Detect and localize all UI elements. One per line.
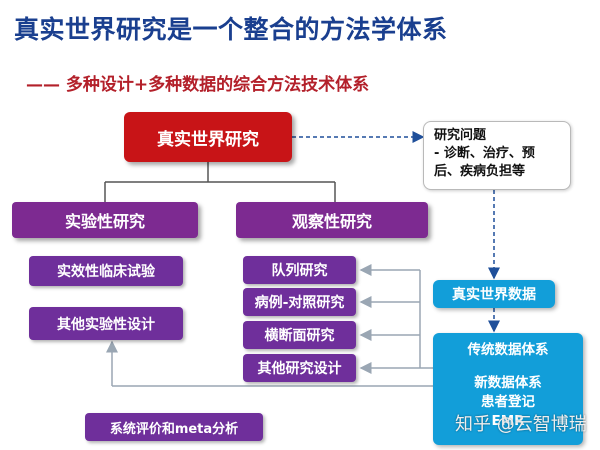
traditional-data-label: 传统数据体系	[467, 342, 549, 358]
observational-item: 病例-对照研究	[243, 288, 356, 316]
data-to-observational-arrows	[106, 264, 433, 387]
emr-label: EMR	[491, 413, 525, 429]
meta-analysis-node: 系统评价和meta分析	[85, 413, 263, 441]
tree-connectors	[104, 162, 336, 202]
observational-item: 其他研究设计	[243, 354, 356, 382]
research-question-title: 研究问题	[434, 128, 487, 143]
observational-item: 横断面研究	[243, 321, 356, 349]
experimental-item: 其他实验性设计	[29, 307, 183, 340]
observational-item: 队列研究	[243, 256, 356, 284]
registry-label: 患者登记	[481, 394, 535, 410]
page-title: 真实世界研究是一个整合的方法学体系	[14, 15, 448, 44]
root-node: 真实世界研究	[124, 112, 292, 162]
data-systems-box: 传统数据体系 新数据体系 患者登记 EMR	[433, 333, 583, 445]
research-question-line: - 诊断、治疗、预	[434, 146, 535, 161]
page-subtitle: —— 多种设计+多种数据的综合方法技术体系	[26, 75, 370, 95]
experimental-header: 实验性研究	[12, 202, 198, 238]
watermark: 知乎 @云智博瑞	[455, 414, 587, 435]
real-world-data-node: 真实世界数据	[433, 280, 555, 308]
research-question-line: 后、疾病负担等	[434, 164, 526, 179]
experimental-item: 实效性临床试验	[29, 256, 183, 286]
observational-header: 观察性研究	[236, 202, 428, 238]
new-data-label: 新数据体系	[474, 375, 542, 391]
research-question-box: 研究问题 - 诊断、治疗、预 后、疾病负担等	[423, 121, 571, 190]
